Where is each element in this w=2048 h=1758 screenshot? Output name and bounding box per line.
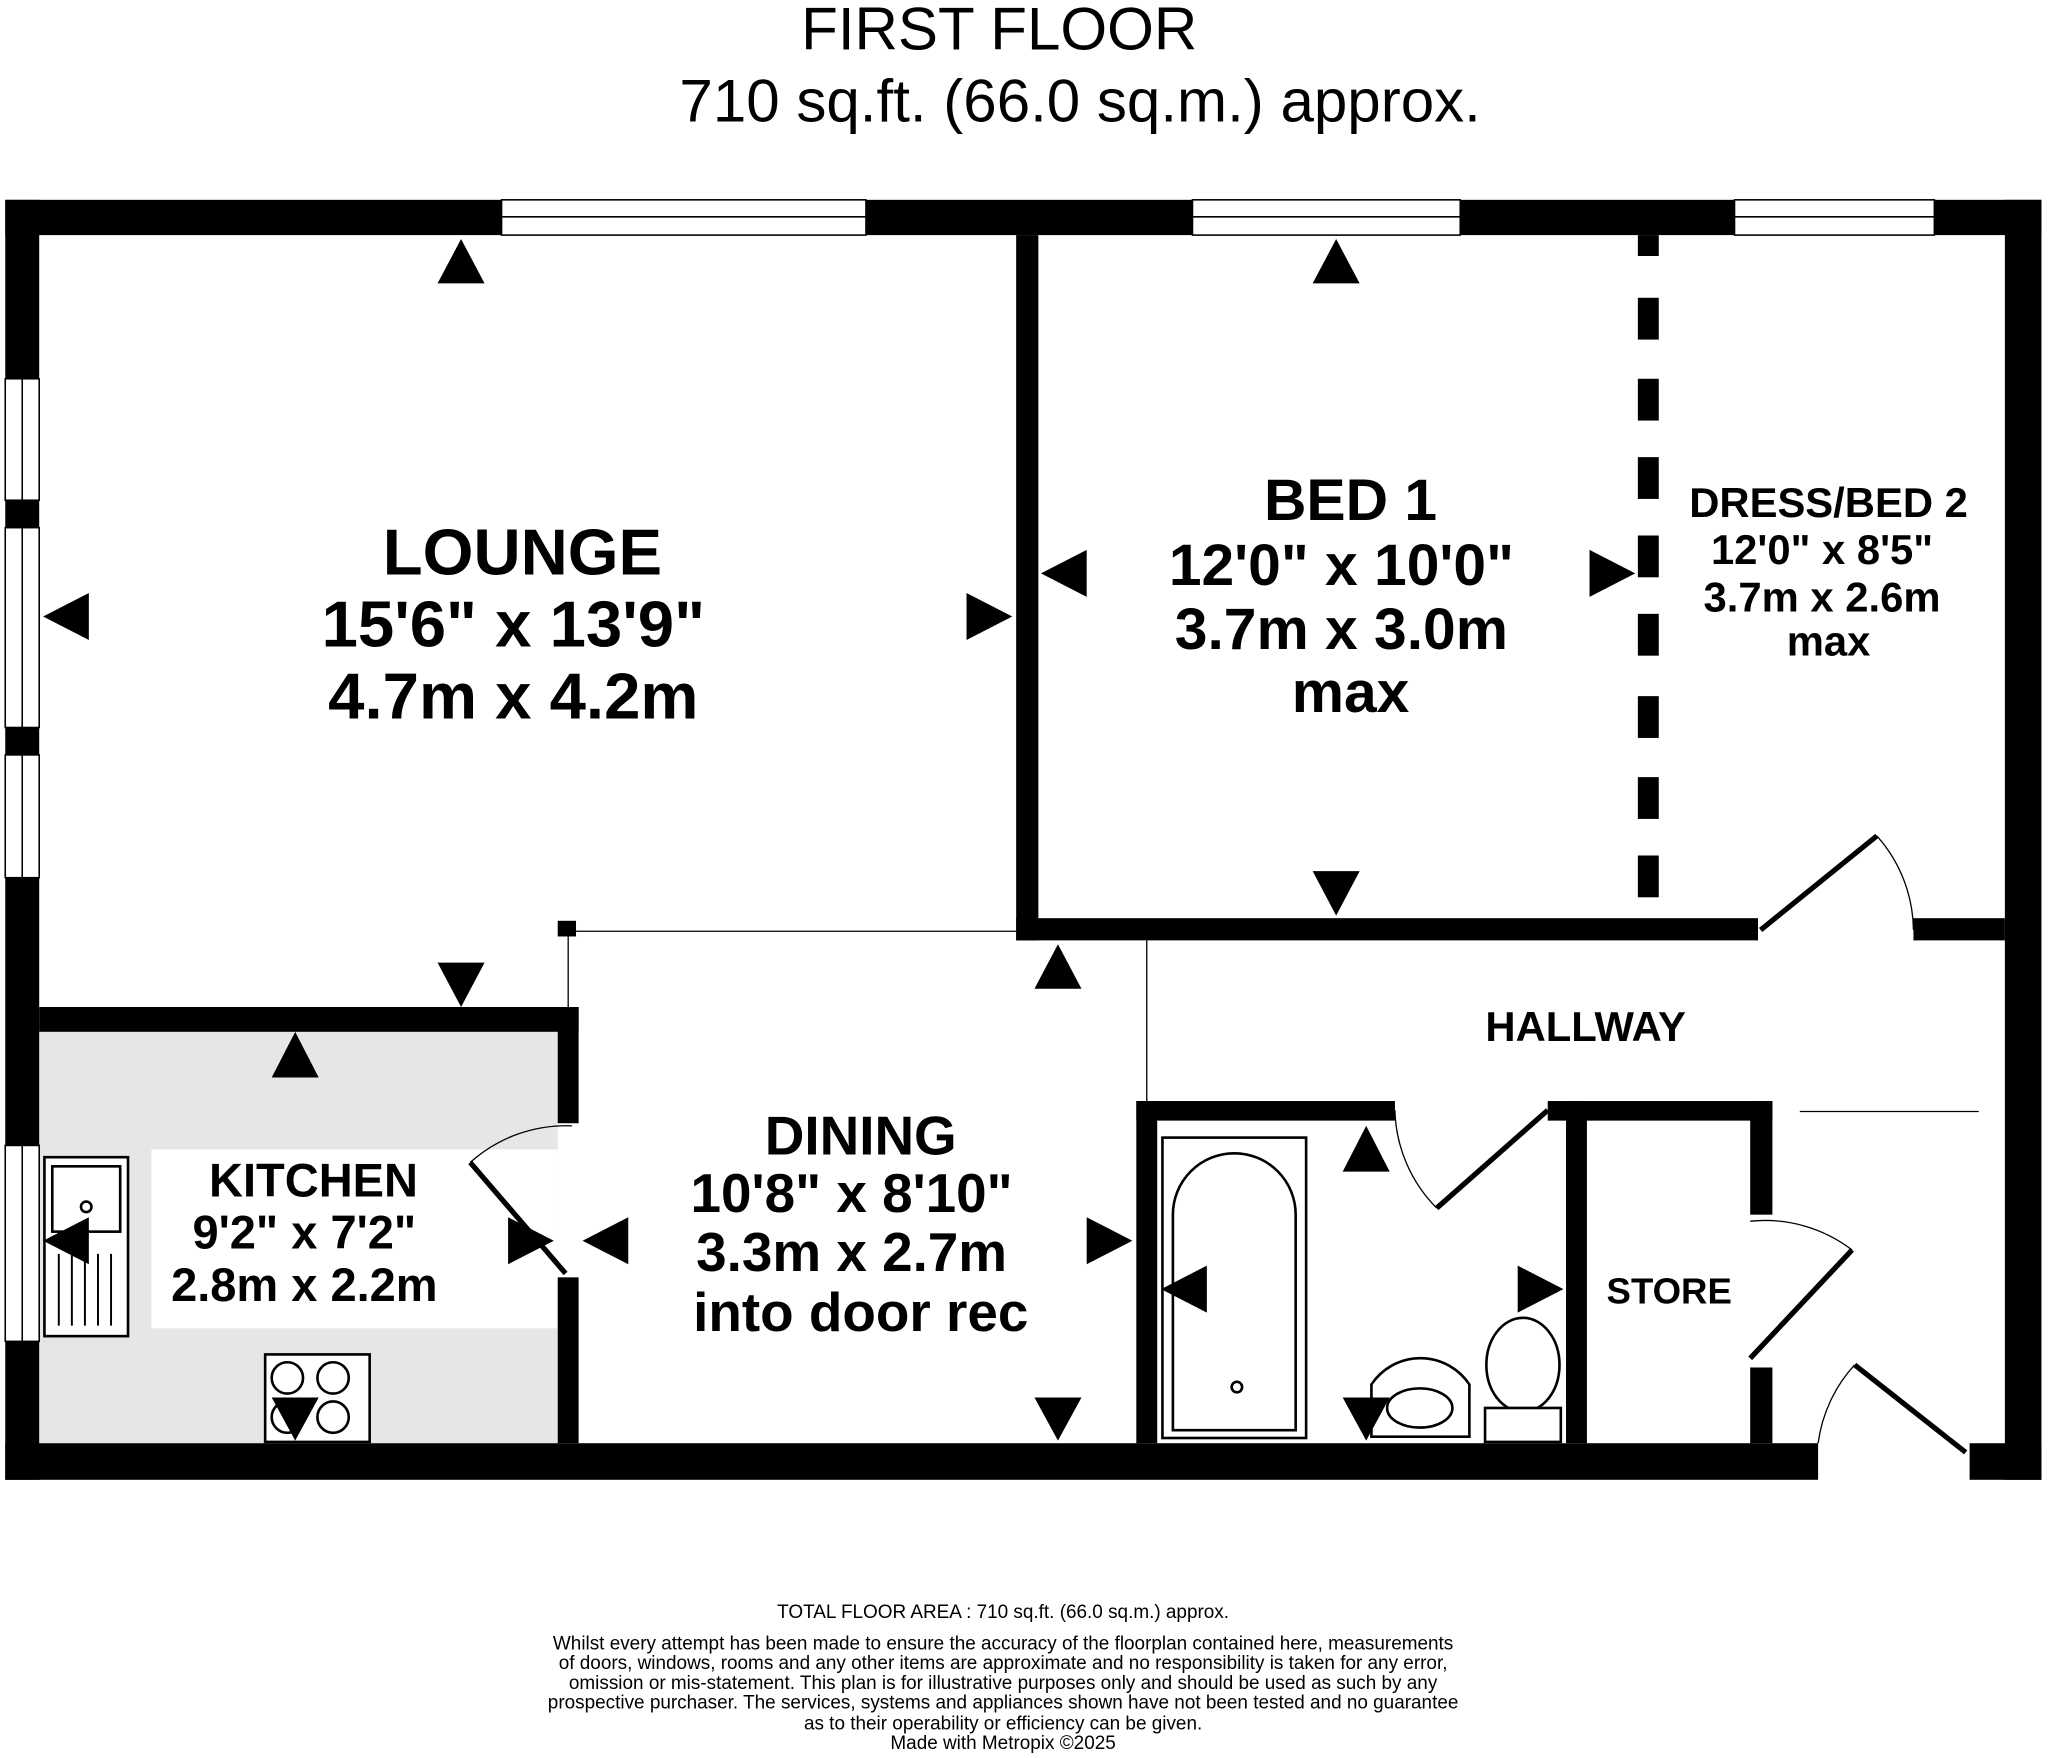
walls <box>5 199 2042 1480</box>
svg-text:LOUNGE: LOUNGE <box>383 516 662 589</box>
room-dining: DINING 10'8" x 8'10" 3.3m x 2.7m into do… <box>691 1105 1029 1343</box>
svg-text:15'6" x 13'9": 15'6" x 13'9" <box>322 588 705 661</box>
svg-text:into door rec: into door rec <box>693 1281 1028 1343</box>
room-dress-bed2: DRESS/BED 2 12'0" x 8'5" 3.7m x 2.6m max <box>1689 479 1968 664</box>
footer: TOTAL FLOOR AREA : 710 sq.ft. (66.0 sq.m… <box>548 1602 1459 1754</box>
svg-text:BED 1: BED 1 <box>1264 468 1437 533</box>
toilet-icon <box>1483 1316 1563 1444</box>
room-lounge: LOUNGE 15'6" x 13'9" 4.7m x 4.2m <box>322 516 705 733</box>
svg-text:10'8" x 8'10": 10'8" x 8'10" <box>691 1162 1013 1224</box>
windows <box>4 199 1936 1343</box>
total-floor-area: TOTAL FLOOR AREA : 710 sq.ft. (66.0 sq.m… <box>777 1602 1229 1623</box>
disclaimer-line: prospective purchaser. The services, sys… <box>548 1692 1459 1713</box>
doors <box>468 833 1968 1455</box>
basin-icon <box>1370 1356 1471 1439</box>
svg-text:4.7m x 4.2m: 4.7m x 4.2m <box>328 659 698 732</box>
svg-text:max: max <box>1292 660 1410 725</box>
credit: Made with Metropix ©2025 <box>890 1733 1115 1754</box>
svg-text:9'2" x 7'2": 9'2" x 7'2" <box>192 1206 416 1259</box>
svg-text:3.7m x 2.6m: 3.7m x 2.6m <box>1704 573 1941 620</box>
disclaimer-line: Whilst every attempt has been made to en… <box>553 1634 1453 1655</box>
svg-text:STORE: STORE <box>1607 1270 1732 1311</box>
svg-text:12'0" x 8'5": 12'0" x 8'5" <box>1711 526 1933 573</box>
room-store: STORE <box>1607 1270 1732 1311</box>
svg-text:12'0" x 10'0": 12'0" x 10'0" <box>1169 533 1514 598</box>
floor-area: 710 sq.ft. (66.0 sq.m.) approx. <box>679 67 1480 134</box>
disclaimer-line: omission or mis-statement. This plan is … <box>569 1673 1438 1694</box>
room-bed1: BED 1 12'0" x 10'0" 3.7m x 3.0m max <box>1169 468 1514 725</box>
svg-text:DINING: DINING <box>765 1105 957 1167</box>
room-hallway: HALLWAY <box>1485 1003 1686 1050</box>
disclaimer-line: of doors, windows, rooms and any other i… <box>559 1653 1448 1674</box>
room-kitchen: KITCHEN 9'2" x 7'2" 2.8m x 2.2m <box>171 1153 438 1310</box>
svg-text:KITCHEN: KITCHEN <box>209 1153 418 1206</box>
svg-text:DRESS/BED 2: DRESS/BED 2 <box>1689 479 1968 526</box>
disclaimer-line: as to their operability or efficiency ca… <box>804 1713 1202 1734</box>
svg-text:3.7m x 3.0m: 3.7m x 3.0m <box>1175 597 1508 662</box>
svg-text:2.8m x 2.2m: 2.8m x 2.2m <box>171 1258 438 1311</box>
svg-text:HALLWAY: HALLWAY <box>1485 1003 1686 1050</box>
thin-lines <box>567 930 1979 1113</box>
floor-title: FIRST FLOOR <box>801 0 1197 63</box>
svg-text:3.3m x 2.7m: 3.3m x 2.7m <box>696 1221 1007 1283</box>
svg-text:max: max <box>1787 618 1871 665</box>
measurement-arrows <box>43 239 1636 1441</box>
